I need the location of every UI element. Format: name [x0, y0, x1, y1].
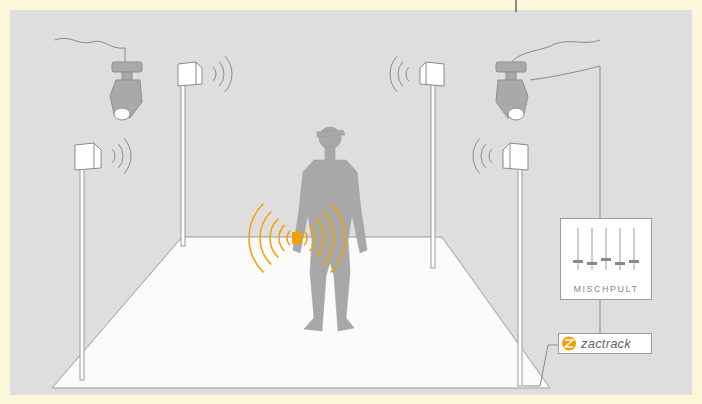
faders — [573, 228, 639, 270]
background-panel — [10, 10, 692, 395]
moving-head-lights — [110, 62, 528, 120]
sound-waves — [112, 56, 491, 173]
zactrack-box: zactrack — [558, 333, 652, 354]
performer-figure — [293, 127, 367, 331]
cable-connector — [600, 300, 601, 333]
speakers — [75, 62, 528, 170]
stage-floor — [52, 237, 550, 388]
brand-fill — [558, 333, 652, 354]
tracker-beacon — [292, 232, 302, 244]
mixer-fill — [560, 218, 652, 300]
cables — [55, 38, 600, 386]
beacon-signal — [249, 204, 345, 273]
brand-name: zactrack — [581, 336, 631, 351]
zactrack-logo — [562, 337, 576, 351]
mixer-box: MISCHPULT — [560, 218, 652, 300]
speaker-poles — [80, 84, 522, 386]
cut-line — [516, 0, 517, 12]
device-label: MISCHPULT — [574, 284, 639, 294]
